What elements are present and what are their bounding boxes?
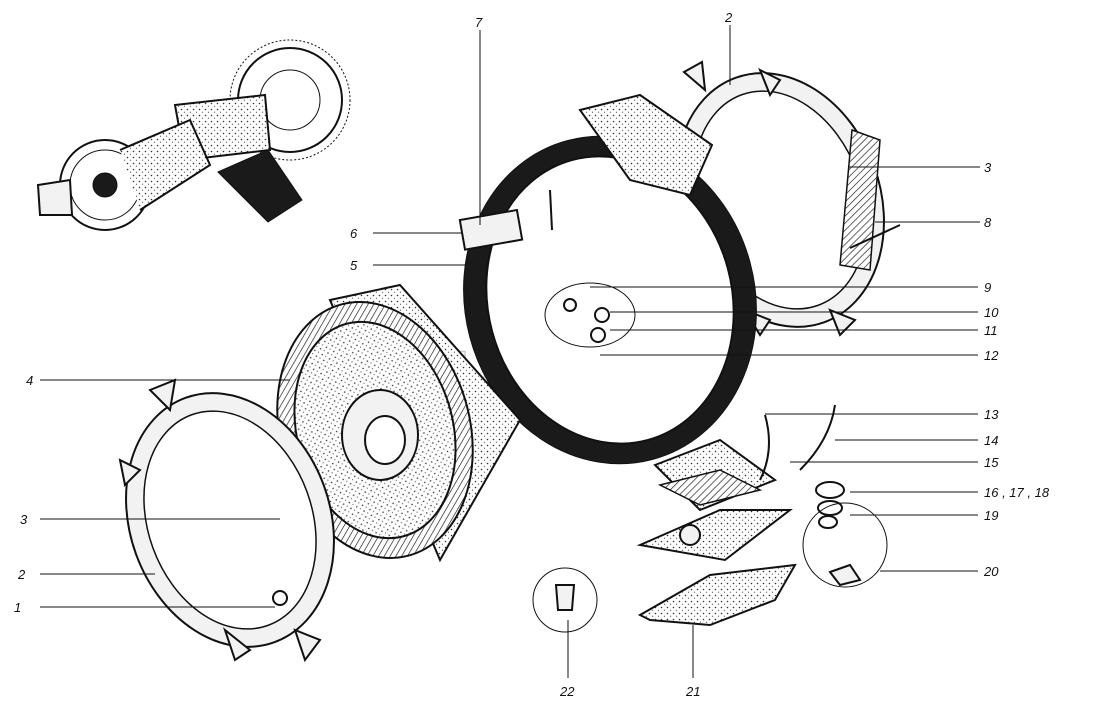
callout-20: 20 xyxy=(983,564,999,579)
callout-3-left: 3 xyxy=(20,512,28,527)
callout-12: 12 xyxy=(984,348,999,363)
callout-14: 14 xyxy=(984,433,998,448)
callout-21: 21 xyxy=(685,684,700,699)
callout-10: 10 xyxy=(984,305,999,320)
callout-4: 4 xyxy=(26,373,33,388)
callout-8: 8 xyxy=(984,215,992,230)
callout-15: 15 xyxy=(984,455,999,470)
callout-19: 19 xyxy=(984,508,998,523)
callout-13: 13 xyxy=(984,407,999,422)
callouts: 1 2 2 3 3 4 5 6 7 8 9 10 11 12 13 14 15 … xyxy=(14,10,1050,699)
callout-11: 11 xyxy=(984,323,998,338)
part-brake-shoe xyxy=(636,404,888,588)
callout-6: 6 xyxy=(350,226,358,241)
callout-9: 9 xyxy=(984,280,991,295)
callout-22: 22 xyxy=(559,684,575,699)
part-lining xyxy=(532,563,797,633)
callout-5: 5 xyxy=(350,258,358,273)
callout-7: 7 xyxy=(475,15,483,30)
callout-2-left: 2 xyxy=(17,567,26,582)
part-ring-left xyxy=(118,378,335,663)
leader-lines xyxy=(40,25,980,678)
callout-1: 1 xyxy=(14,600,21,615)
callout-3-right: 3 xyxy=(984,160,992,175)
callout-16-17-18: 16 , 17 , 18 xyxy=(984,485,1050,500)
inset-assembly xyxy=(36,39,351,231)
callout-2-top: 2 xyxy=(724,10,733,25)
part-brake-band xyxy=(458,93,757,465)
